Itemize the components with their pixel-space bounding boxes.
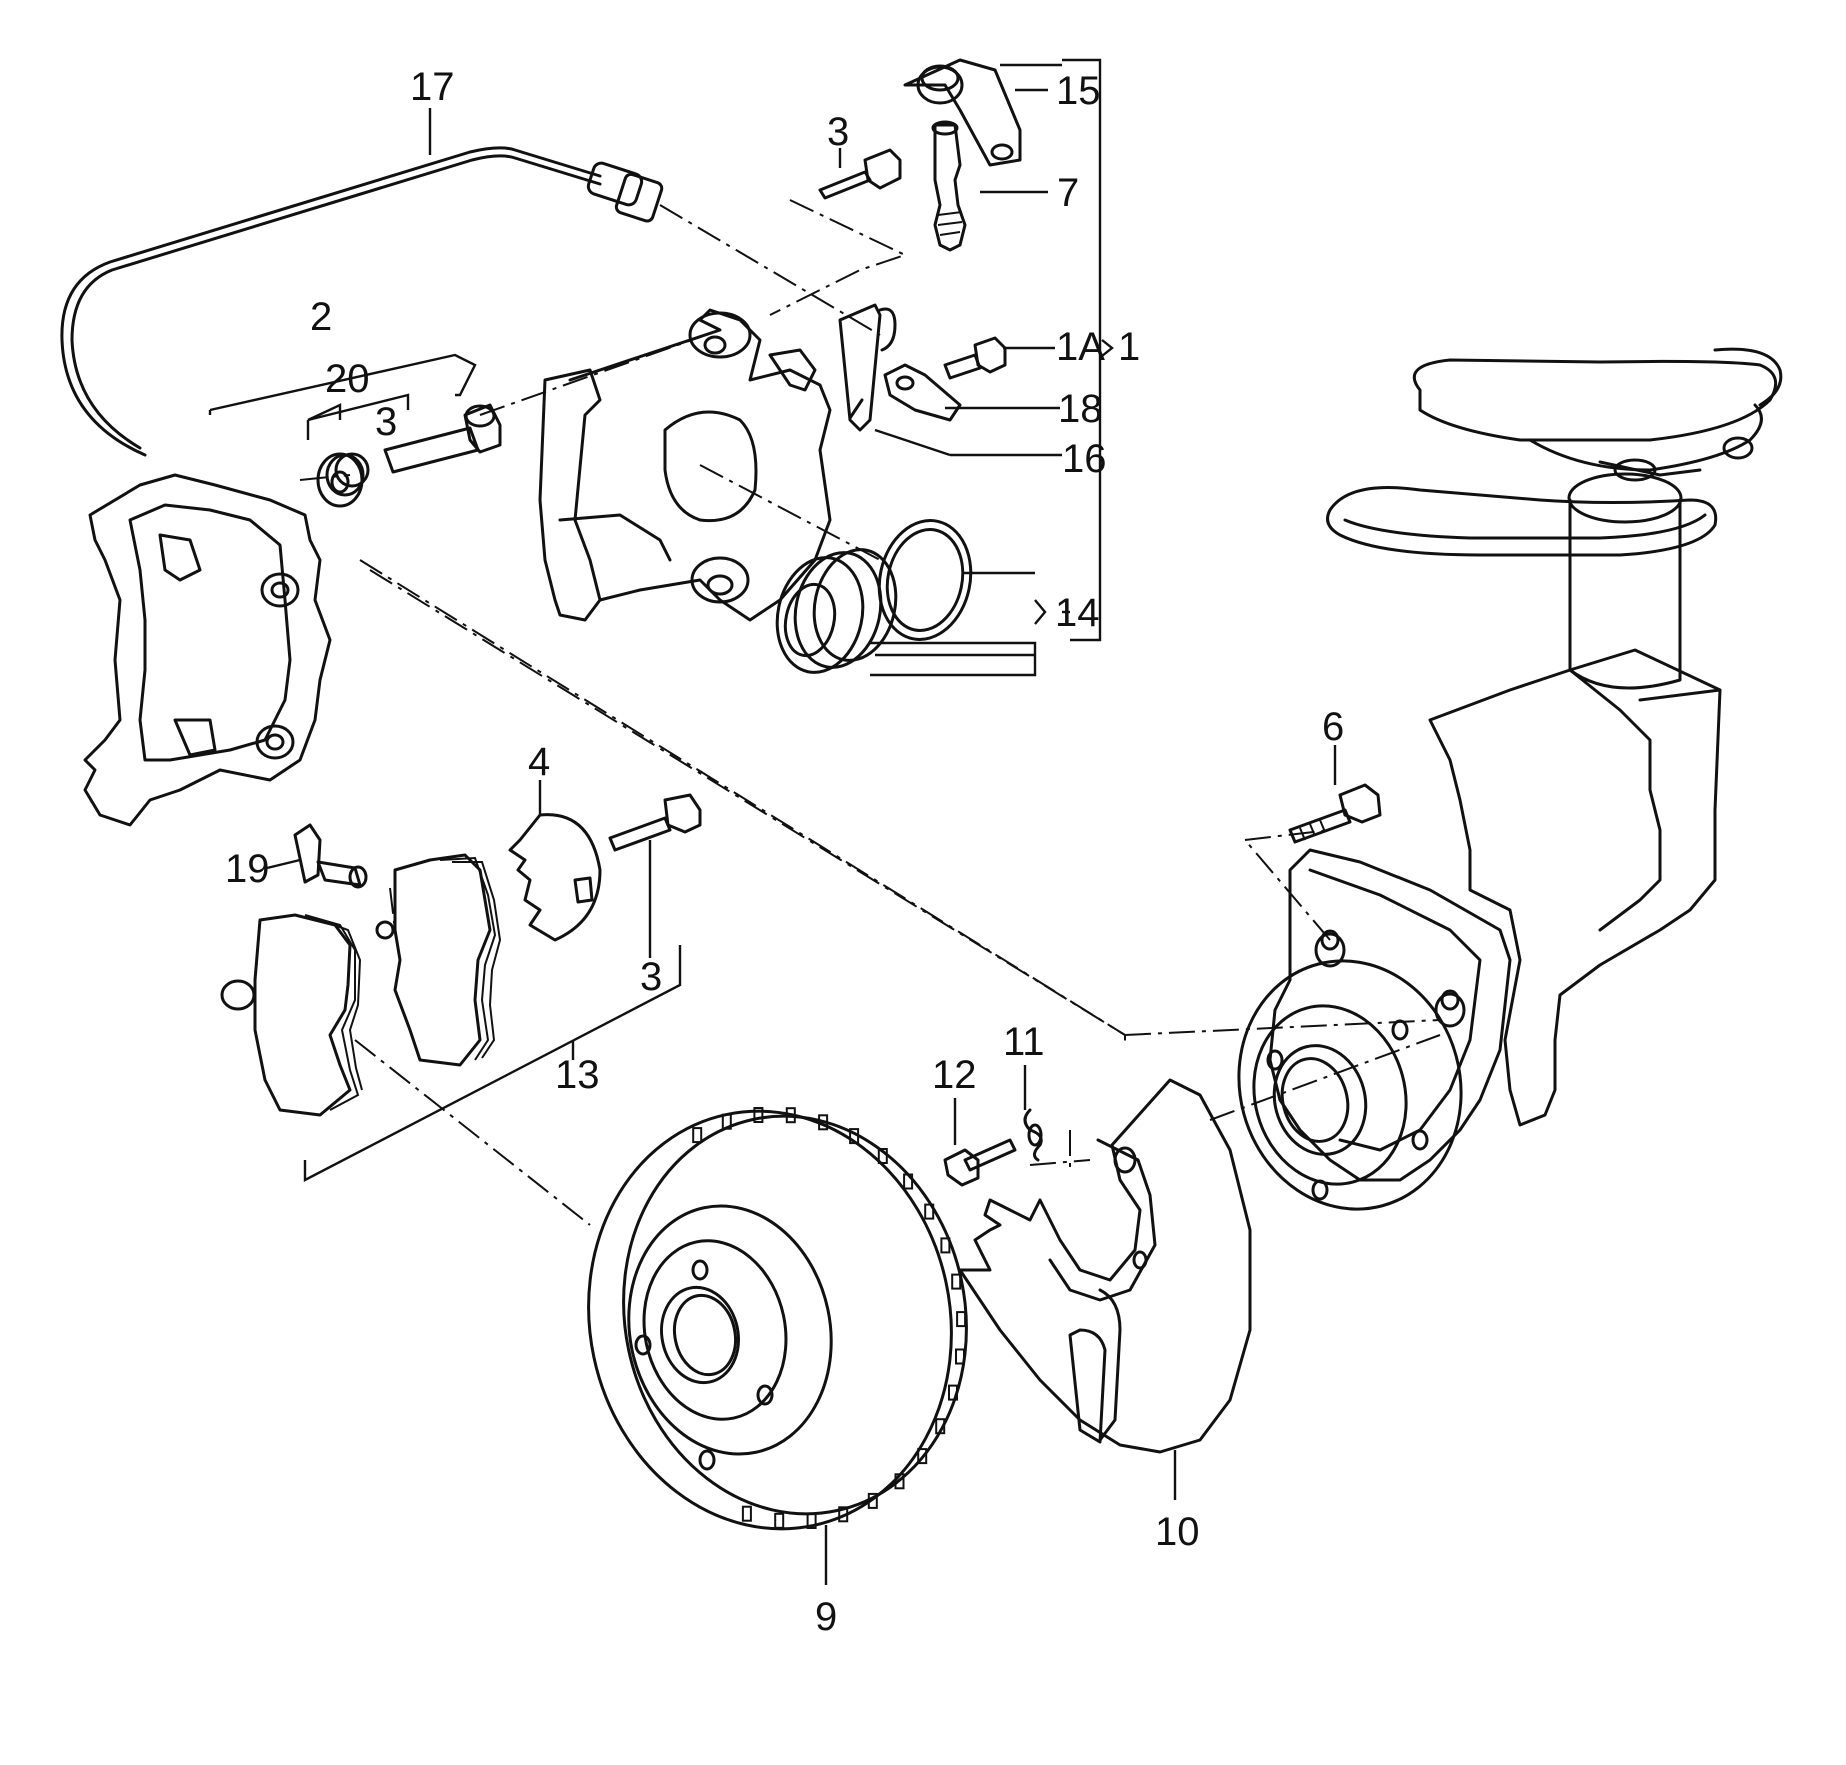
brake-pad-outer [393, 853, 502, 1067]
bleeder-screw-7 [931, 120, 967, 252]
strut-body [1428, 472, 1722, 1127]
brace-1 [1101, 339, 1114, 357]
label-3-mid: 3 [375, 400, 397, 444]
leader-lines [266, 88, 1337, 1585]
disc-vent-slot [774, 1512, 785, 1529]
disc-vent-slot [849, 1128, 860, 1145]
label-3-low: 3 [640, 955, 662, 999]
bolt-12 [943, 1138, 1017, 1187]
bracket-lines [208, 58, 1102, 1182]
disc-vent-slot [917, 1448, 928, 1465]
label-11: 11 [1003, 1020, 1045, 1064]
disc-vent-slot [818, 1114, 829, 1131]
brake-pad-inner [220, 913, 395, 1117]
disc-vent-slot [692, 1127, 703, 1144]
spring-clip-16 [838, 303, 897, 432]
disc-vent-slot [867, 1492, 878, 1509]
disc-vent-slot [806, 1513, 817, 1529]
label-1: 1 [1118, 325, 1140, 369]
label-3-top: 3 [827, 110, 849, 154]
label-2: 2 [310, 295, 332, 339]
disc-vent-slot [721, 1113, 732, 1130]
label-17: 17 [410, 65, 455, 109]
disc-vent-slot [877, 1148, 888, 1164]
disc-vent-slot [955, 1348, 965, 1365]
assembly-lines [299, 199, 1441, 1226]
disc-vent-slot [948, 1384, 958, 1401]
disc-vent-slot [924, 1203, 935, 1220]
label-12: 12 [932, 1053, 977, 1097]
label-4: 4 [528, 740, 550, 784]
disc-vent-slot [903, 1173, 914, 1190]
wear-indicator-19 [293, 823, 368, 889]
label-1a: 1A [1056, 325, 1105, 369]
bolt-3-lower [608, 793, 702, 852]
label-15: 15 [1056, 69, 1101, 113]
disc-vent-slot [951, 1273, 962, 1290]
label-7: 7 [1057, 171, 1079, 215]
disc-vent-slot [785, 1107, 796, 1124]
label-13: 13 [555, 1053, 600, 1097]
disc-vent-slot [956, 1311, 967, 1328]
steering-knuckle [1268, 848, 1512, 1182]
brace-14 [1034, 599, 1047, 625]
label-19: 19 [225, 847, 270, 891]
disc-vent-slot [935, 1418, 946, 1435]
disc-vent-slot [741, 1505, 752, 1522]
disc-vents [692, 1107, 967, 1529]
anti-rattle-spring-4 [508, 813, 602, 942]
callout-labels: 1 1A 2 3 3 3 4 6 7 9 10 11 12 13 14 15 1… [225, 65, 1344, 1639]
label-18: 18 [1058, 387, 1103, 431]
disc-vent-slot [838, 1506, 849, 1523]
label-16: 16 [1062, 437, 1107, 481]
caliper-carrier-2 [83, 473, 332, 827]
spring-washer-11 [1023, 1108, 1043, 1162]
brake-disc-9 [587, 1107, 968, 1531]
wheel-hub [1237, 959, 1463, 1211]
label-9: 9 [815, 1595, 837, 1639]
brace-20 [307, 403, 342, 422]
label-14: 14 [1055, 591, 1100, 635]
label-10: 10 [1155, 1510, 1200, 1554]
label-6: 6 [1322, 705, 1344, 749]
caliper-housing [538, 308, 832, 622]
disc-vent-slot [894, 1473, 905, 1490]
splash-shield-10 [958, 1078, 1252, 1454]
bracket-18 [883, 363, 962, 422]
dust-boot-14 [877, 519, 973, 641]
bolt-1a [943, 336, 1007, 380]
guide-pin-3 [383, 403, 502, 474]
brake-line-17 [60, 146, 664, 457]
bolt-3-top [818, 148, 902, 200]
bleeder-cap-15 [903, 58, 1022, 167]
spring-seat [1326, 347, 1783, 557]
disc-vent-slot [940, 1237, 951, 1254]
disc-vent-slot [753, 1107, 764, 1123]
guide-bush-20 [316, 452, 370, 508]
label-20: 20 [325, 357, 370, 401]
